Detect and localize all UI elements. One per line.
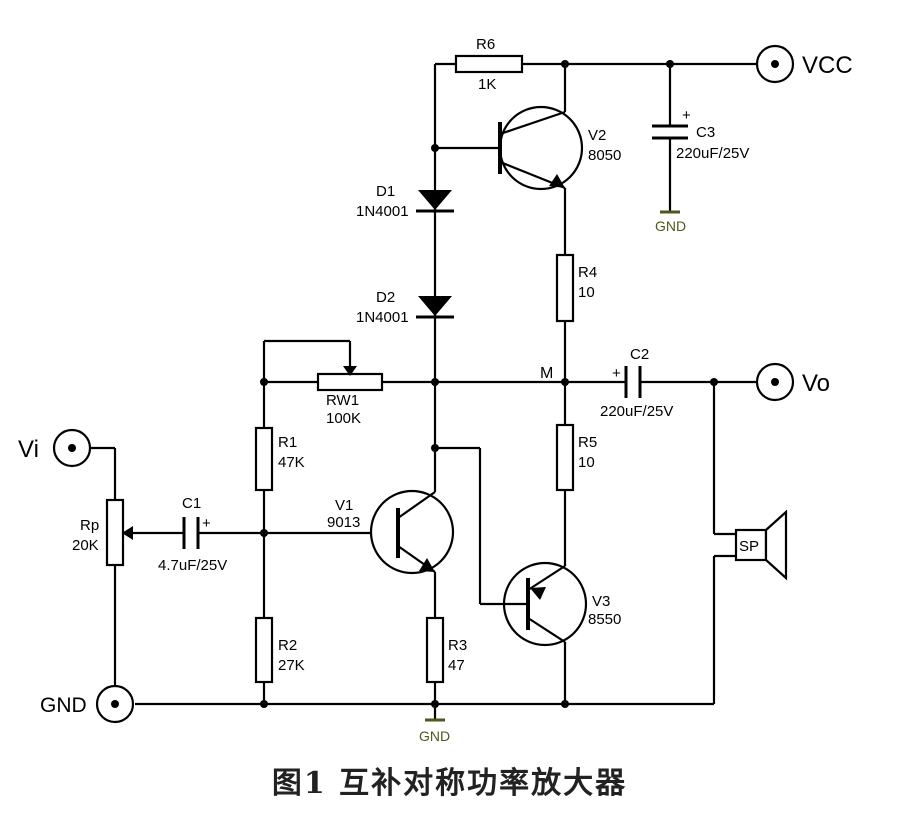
r3-gnd-label: GND [419, 728, 450, 744]
r5-name: R5 [578, 434, 597, 451]
v1-emitter-arrow-icon [419, 558, 435, 572]
potentiometer-rw1: RW1 100K [316, 366, 384, 427]
v1-value: 9013 [327, 514, 360, 531]
vo-label: Vo [802, 370, 830, 397]
ground-symbol-r3: GND [419, 718, 450, 744]
v3-emitter-arrow-icon [530, 587, 546, 600]
r1-name: R1 [278, 434, 297, 451]
vcc-label: VCC [802, 52, 853, 79]
figure-caption: 图1 互补对称功率放大器 [271, 766, 628, 801]
resistor-r4: R4 10 [555, 253, 597, 323]
r6-value: 1K [478, 76, 496, 93]
r1-value: 47K [278, 454, 305, 471]
c2-name: C2 [630, 346, 649, 363]
rp-wiper-arrow-icon [122, 526, 133, 540]
terminal-vi: Vi [18, 428, 92, 468]
rp-value: 20K [72, 537, 99, 554]
diode-d1: D1 1N4001 [356, 183, 454, 220]
gnd-label: GND [40, 694, 87, 717]
rw1-value: 100K [326, 410, 361, 427]
wires [90, 62, 757, 720]
c2-value: 220uF/25V [600, 403, 673, 420]
resistor-r6: R6 1K [454, 36, 524, 93]
r2-name: R2 [278, 637, 297, 654]
vi-label: Vi [18, 436, 39, 463]
c1-name: C1 [182, 495, 201, 512]
r4-value: 10 [578, 284, 595, 301]
speaker-cone-icon [764, 509, 788, 581]
c3-gnd-label: GND [655, 218, 686, 234]
resistor-r5: R5 10 [555, 423, 597, 492]
d1-name: D1 [376, 183, 395, 200]
c2-plus: + [612, 365, 621, 382]
capacitor-c2: + C2 220uF/25V [600, 346, 673, 420]
resistor-r1: R1 47K [254, 426, 305, 492]
d1-value: 1N4001 [356, 203, 409, 220]
capacitor-c1: C1 + 4.7uF/25V [158, 495, 227, 574]
r6-name: R6 [476, 36, 495, 53]
sp-name: SP [739, 538, 759, 555]
d2-name: D2 [376, 289, 395, 306]
capacitor-c3: + C3 220uF/25V [652, 107, 749, 162]
c3-name: C3 [696, 124, 715, 141]
transistor-v2: V2 8050 [498, 105, 621, 191]
node-m-label: M [540, 365, 553, 382]
speaker-sp: SP [734, 509, 788, 581]
potentiometer-rp: Rp 20K [72, 498, 133, 567]
r3-name: R3 [448, 637, 467, 654]
transistor-v1: V1 9013 [327, 489, 455, 575]
c1-plus: + [202, 515, 211, 532]
ground-symbol-c3: GND [655, 210, 686, 234]
v3-name: V3 [592, 593, 610, 610]
resistor-r2: R2 27K [254, 616, 305, 684]
r3-value: 47 [448, 657, 465, 674]
terminal-gnd: GND [40, 684, 135, 724]
rw1-wiper-arrow-icon [343, 366, 357, 376]
r5-value: 10 [578, 454, 595, 471]
r4-name: R4 [578, 264, 597, 281]
rw1-name: RW1 [326, 392, 359, 409]
resistor-r3: R3 47 [425, 616, 467, 684]
junction-dots [260, 60, 718, 708]
terminal-vcc: VCC [755, 44, 853, 84]
transistor-v3: V3 8550 [502, 561, 621, 647]
c1-value: 4.7uF/25V [158, 557, 227, 574]
c3-value: 220uF/25V [676, 145, 749, 162]
r2-value: 27K [278, 657, 305, 674]
v1-name: V1 [335, 497, 353, 514]
d2-value: 1N4001 [356, 309, 409, 326]
v2-name: V2 [588, 127, 606, 144]
terminal-vo: Vo [755, 362, 830, 402]
rp-name: Rp [80, 517, 99, 534]
amplifier-schematic: R6 1K V2 8050 + C3 220uF/25V GND D1 1N40… [18, 36, 853, 744]
c3-plus: + [682, 107, 691, 124]
v3-value: 8550 [588, 611, 621, 628]
v2-value: 8050 [588, 147, 621, 164]
v2-emitter-arrow-icon [549, 174, 565, 188]
diode-d2: D2 1N4001 [356, 289, 454, 326]
